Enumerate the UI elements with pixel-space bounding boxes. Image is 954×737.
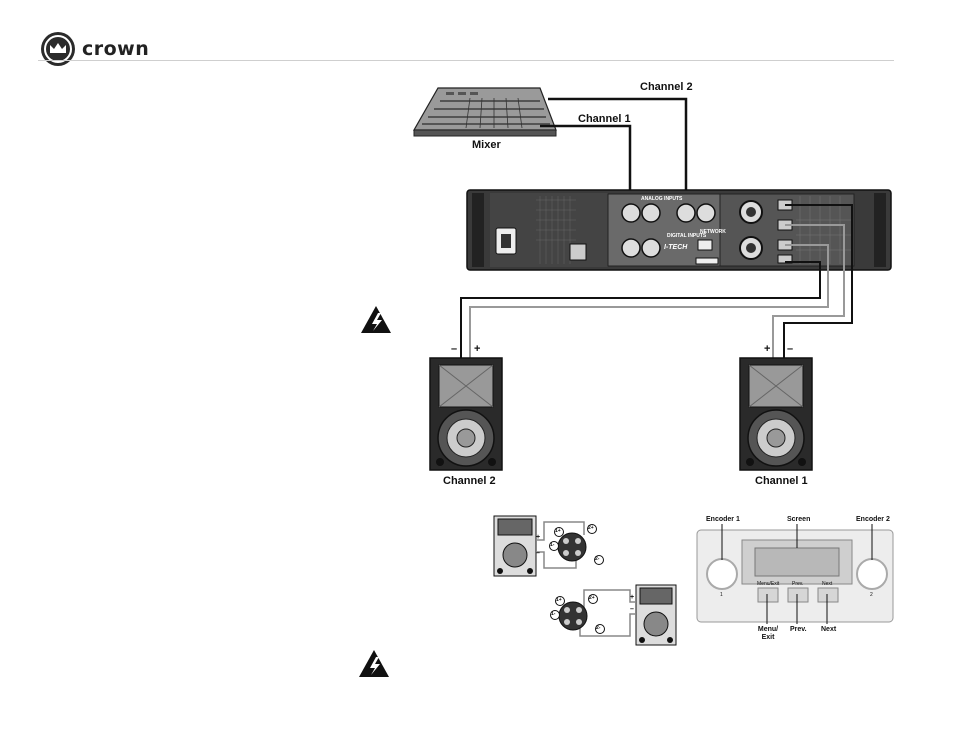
speakon-bottom-pin2minus: 2- (596, 625, 600, 631)
speakon-bottom-plus: + (630, 594, 634, 601)
front-panel-illustration (697, 524, 893, 624)
polarity-plus-left: + (474, 343, 480, 355)
menu-exit-label: Menu/ Exit (757, 626, 779, 642)
amp-brand-label: I-TECH (664, 244, 687, 251)
speakon-top-pin2minus: 2- (595, 556, 599, 562)
channel2-wire-label: Channel 2 (640, 81, 693, 93)
speakon-bottom-pin1plus: 1+ (556, 597, 562, 603)
speakon-top-pin1minus: 1- (550, 542, 554, 548)
next-label: Next (821, 626, 836, 633)
polarity-plus-right: + (764, 343, 770, 355)
speakon-bottom-pin1minus: 1- (551, 611, 555, 617)
amp-analog-inputs-label: ANALOG INPUTS (641, 196, 682, 202)
encoder2-label: Encoder 2 (856, 516, 890, 523)
speaker-right (740, 358, 812, 470)
btn-prev-text: Prev. (792, 581, 803, 587)
screen-label: Screen (787, 516, 810, 523)
mixer-illustration (414, 88, 556, 136)
speaker-left (430, 358, 502, 470)
encoder2-number: 2 (870, 592, 873, 598)
speakon-top-plus: + (536, 534, 540, 541)
speakon-top-pin2plus: 2+ (588, 525, 594, 531)
channel1-wire-label: Channel 1 (578, 113, 631, 125)
mixer-label: Mixer (472, 139, 501, 151)
encoder1-number: 1 (720, 592, 723, 598)
speakon-bottom-pin2plus: 2+ (589, 595, 595, 601)
btn-next-text: Next (822, 581, 832, 587)
polarity-minus-left: – (451, 343, 457, 355)
speakon-top-minus: – (536, 550, 540, 557)
btn-menu-text: Menu/Exit (757, 581, 779, 587)
prev-label: Prev. (790, 626, 807, 633)
encoder1-label: Encoder 1 (706, 516, 740, 523)
speakon-diagram-bottom (551, 585, 677, 645)
speaker-left-label: Channel 2 (443, 475, 496, 487)
warning-icon-bottom (359, 650, 389, 677)
speaker-right-label: Channel 1 (755, 475, 808, 487)
speakon-top-pin1plus: 1+ (555, 528, 561, 534)
amp-network-label: NETWORK (700, 229, 726, 235)
polarity-minus-right: – (787, 343, 793, 355)
warning-icon (361, 306, 391, 333)
speakon-bottom-minus: – (630, 606, 634, 613)
